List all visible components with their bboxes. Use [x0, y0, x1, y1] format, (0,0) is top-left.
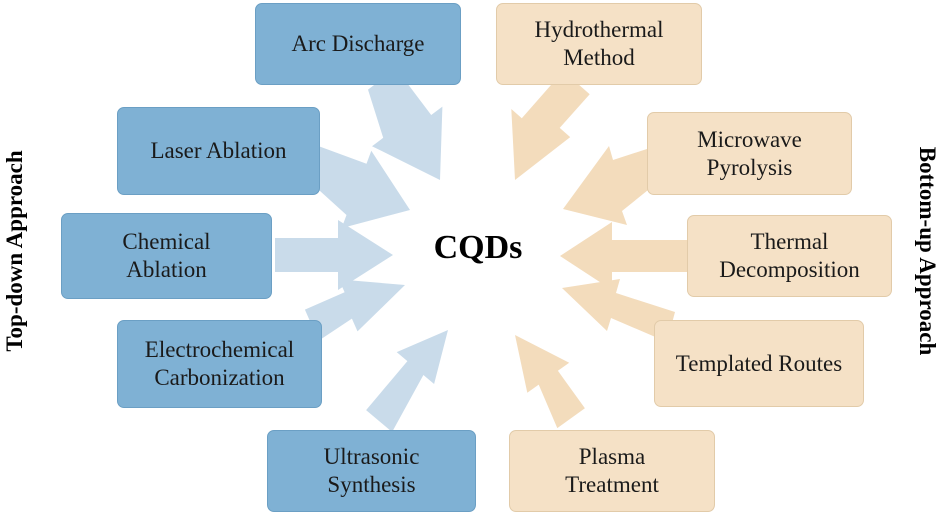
arrow-templated — [562, 279, 675, 342]
method-ultrasonic-synthesis: Ultrasonic Synthesis — [267, 430, 476, 512]
method-label: Ultrasonic Synthesis — [323, 444, 420, 497]
method-label: Microwave Pyrolysis — [697, 126, 802, 180]
method-label: Plasma Treatment — [565, 444, 659, 497]
arrow-microwave — [563, 146, 658, 225]
arrow-hydrothermal — [511, 71, 590, 180]
method-arc-discharge: Arc Discharge — [255, 3, 461, 85]
method-label: Chemical Ablation — [122, 229, 211, 282]
method-thermal-decomposition: Thermal Decomposition — [687, 215, 892, 297]
method-templated-routes: Templated Routes — [654, 320, 864, 407]
method-label: Thermal Decomposition — [719, 229, 860, 282]
arrow-arc-discharge — [368, 68, 443, 180]
arrow-thermal — [560, 222, 697, 290]
method-electrochemical-carbonization: Electrochemical Carbonization — [117, 320, 322, 408]
method-microwave-pyrolysis: Microwave Pyrolysis — [647, 112, 852, 195]
top-down-approach-label: Top-down Approach — [2, 150, 27, 352]
method-label: Laser Ablation — [150, 138, 287, 163]
method-label: Arc Discharge — [291, 31, 425, 56]
method-chemical-ablation: Chemical Ablation — [61, 213, 272, 299]
method-hydrothermal: Hydrothermal Method — [496, 3, 702, 85]
arrow-chemical-ablation — [275, 220, 393, 290]
method-plasma-treatment: Plasma Treatment — [509, 430, 715, 512]
arrow-electrochemical — [304, 279, 405, 341]
method-label: Hydrothermal Method — [534, 17, 664, 70]
bottom-up-approach-label: Bottom-up Approach — [915, 146, 940, 356]
arrow-plasma — [515, 335, 585, 429]
arrow-ultrasonic — [366, 330, 448, 432]
arrow-laser-ablation — [305, 145, 410, 229]
center-label: CQDs — [433, 229, 523, 266]
method-label: Templated Routes — [675, 350, 843, 376]
method-laser-ablation: Laser Ablation — [117, 107, 320, 195]
method-label: Electrochemical Carbonization — [144, 337, 295, 390]
